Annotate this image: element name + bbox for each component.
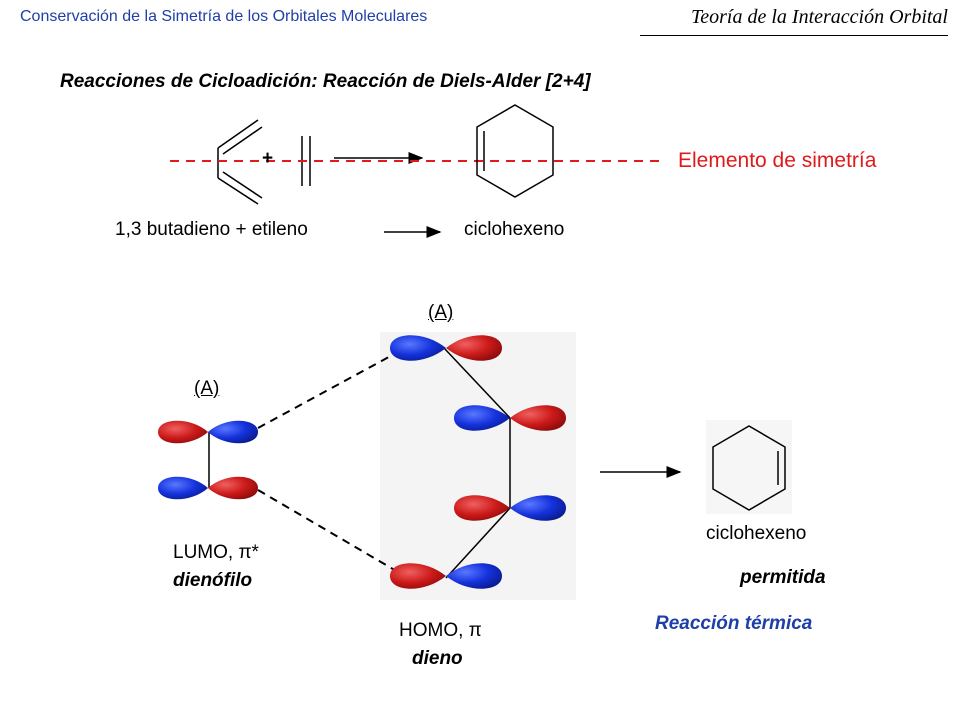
cyclohexene-structure-top	[476, 104, 554, 198]
slide-title: Reacciones de Cicloadición: Reacción de …	[60, 71, 591, 92]
reaction-type-label: Reacción térmica	[655, 613, 813, 634]
product-label-top: ciclohexeno	[464, 219, 565, 240]
header-underline	[640, 35, 948, 36]
lumo-orbital-lobes	[158, 420, 258, 500]
symmetry-label-homo: (A)	[428, 302, 454, 323]
homo-orbital-lobes	[390, 335, 566, 589]
diene-backbone	[443, 347, 511, 579]
product-panel	[706, 420, 792, 514]
diene-panel	[380, 332, 576, 600]
butadiene-structure	[217, 119, 263, 205]
homo-label: HOMO, π	[399, 620, 482, 641]
symmetry-element-label: Elemento de simetría	[678, 149, 877, 172]
plus-sign: +	[262, 148, 274, 169]
lumo-label: LUMO, π*	[173, 542, 259, 563]
interaction-line-bottom	[257, 489, 399, 573]
header-right-title: Teoría de la Interacción Orbital	[690, 6, 948, 28]
reactants-label: 1,3 butadieno + etileno	[115, 219, 308, 240]
cyclohexene-structure-product	[712, 425, 786, 511]
symmetry-label-lumo: (A)	[194, 378, 220, 399]
header-left-title: Conservación de la Simetría de los Orbit…	[20, 8, 428, 25]
homo-role: dieno	[412, 648, 463, 669]
product-label: ciclohexeno	[706, 523, 807, 544]
lumo-role: dienófilo	[173, 570, 253, 591]
outcome-label: permitida	[740, 567, 826, 588]
interaction-line-top	[257, 351, 399, 429]
